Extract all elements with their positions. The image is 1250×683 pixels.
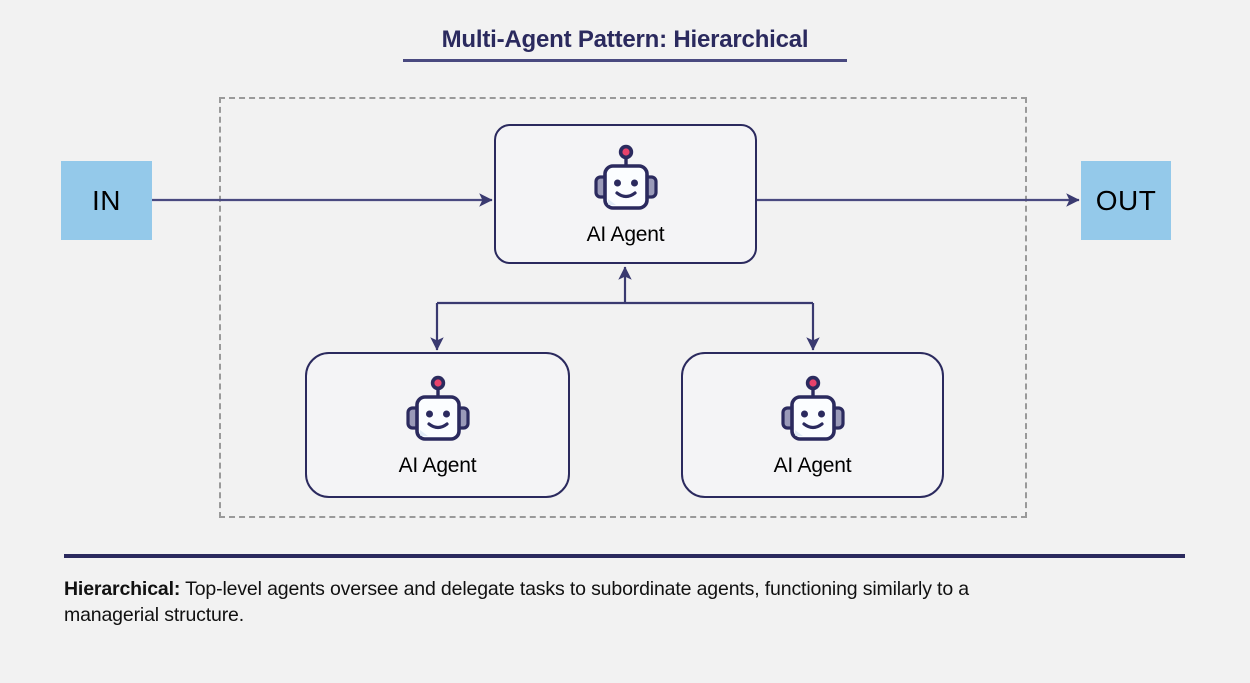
- robot-icon: [773, 372, 853, 452]
- agent-label: AI Agent: [773, 454, 852, 477]
- robot-icon: [586, 141, 666, 221]
- agent-node-child-right[interactable]: AI Agent: [681, 352, 944, 498]
- agent-node-child-left[interactable]: AI Agent: [305, 352, 570, 498]
- agent-label: AI Agent: [398, 454, 477, 477]
- output-node[interactable]: OUT: [1081, 161, 1171, 240]
- agent-group-boundary: [219, 97, 1027, 518]
- input-node[interactable]: IN: [61, 161, 152, 240]
- footer-divider: [64, 554, 1185, 558]
- title-underline: [403, 59, 847, 62]
- input-label: IN: [92, 184, 121, 216]
- output-label: OUT: [1095, 184, 1157, 216]
- agent-label: AI Agent: [586, 223, 665, 246]
- footer-description: Top-level agents oversee and delegate ta…: [64, 578, 969, 626]
- page-title: Multi-Agent Pattern: Hierarchical: [441, 26, 809, 53]
- footer-term: Hierarchical:: [64, 578, 181, 600]
- footer-caption: Hierarchical: Top-level agents oversee a…: [64, 576, 1064, 628]
- agent-node-root[interactable]: AI Agent: [494, 124, 757, 264]
- robot-icon: [398, 372, 478, 452]
